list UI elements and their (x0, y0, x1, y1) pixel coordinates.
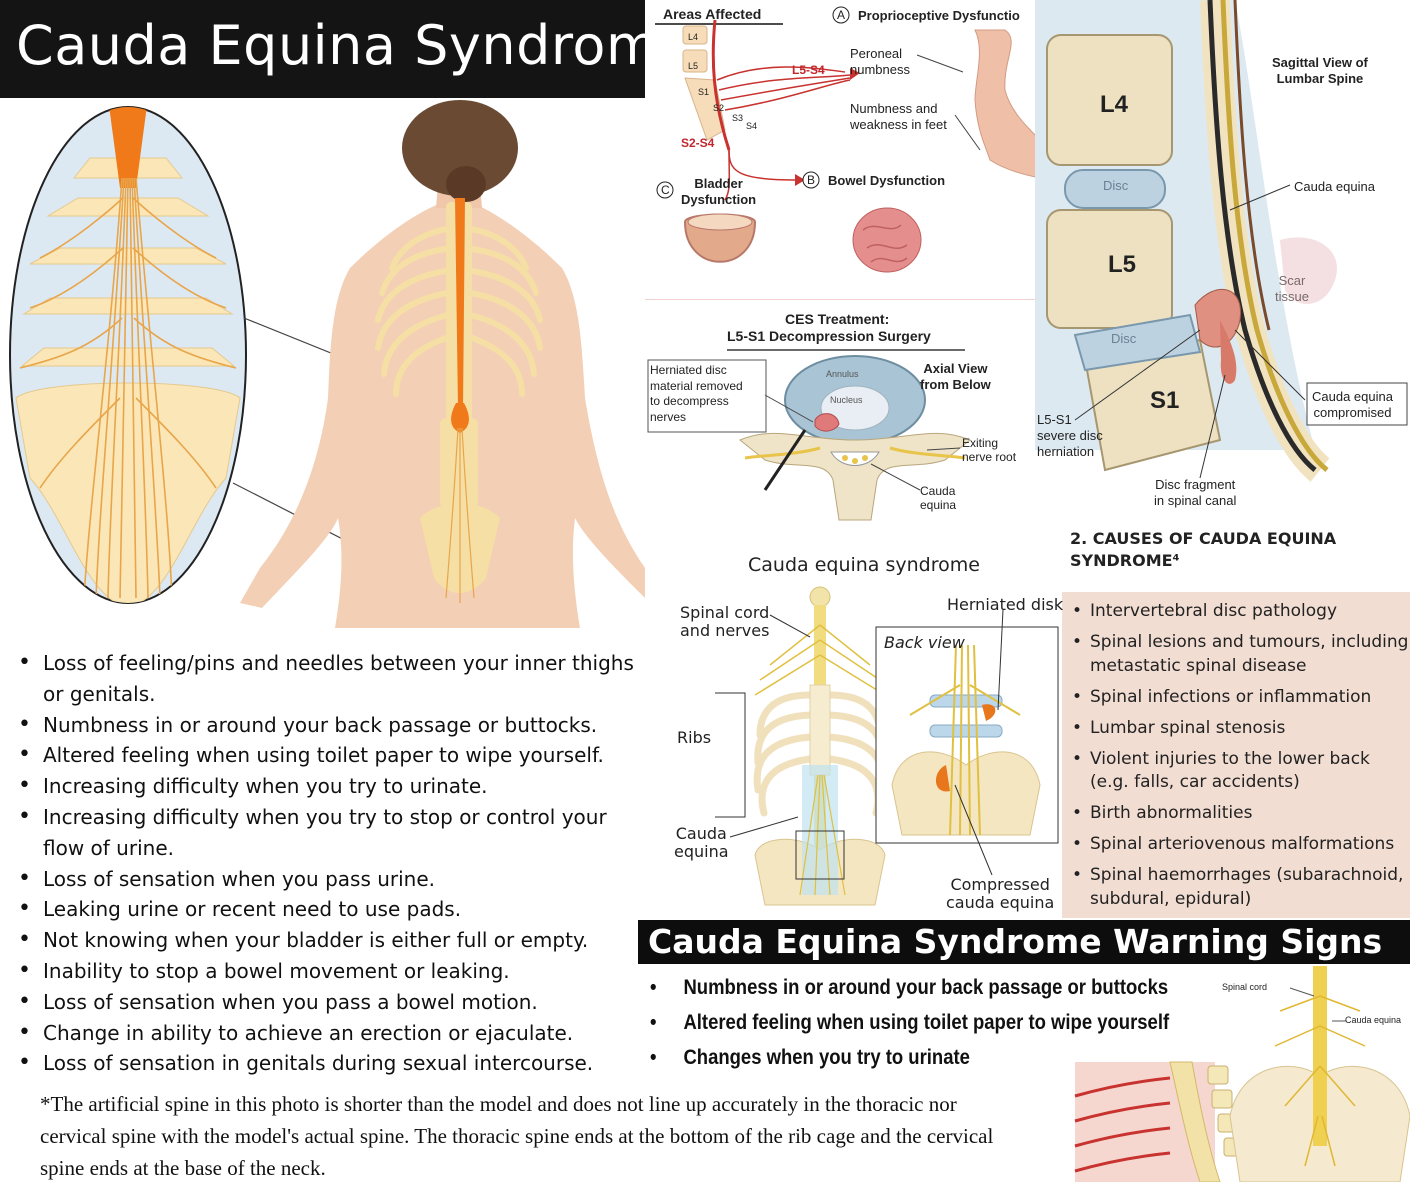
vertebra-l5: L5 (1108, 251, 1137, 278)
back-view-label: Back view (884, 633, 965, 652)
list-item: Altered feeling when using toilet paper … (650, 1005, 1169, 1040)
treatment-cauda-label: Cauda equina (920, 484, 957, 512)
disc-label: Disc (1103, 178, 1129, 193)
herniation-label: L5-S1 severe disc herniation (1037, 412, 1103, 459)
level-label: L4 (688, 32, 699, 42)
sagittal-view-illustration (1035, 0, 1410, 520)
bladder-label: Bladder Dysfunction (681, 176, 757, 207)
warning-title: Cauda Equina Syndrome Warning Signs (648, 922, 1383, 961)
areas-affected-illustration (645, 6, 1040, 300)
vertebra-s1: S1 (1150, 387, 1180, 414)
scar-tissue-label: Scar tissue (1275, 273, 1309, 304)
list-item: Altered feeling when using toilet paper … (18, 740, 648, 771)
warning-list: Numbness in or around your back passage … (650, 970, 1169, 1075)
list-item: Change in ability to achieve an erection… (18, 1018, 648, 1049)
treatment-title: CES Treatment: (785, 311, 890, 327)
level-label: S2 (713, 103, 725, 113)
list-item: Spinal infections or inflammation (1072, 686, 1410, 710)
list-item: Increasing difficulty when you try to st… (18, 802, 648, 864)
ces-diagram-illustration (715, 586, 1059, 906)
exiting-nerve-label: Exiting nerve root (962, 436, 1017, 464)
spinal-cord-label: Spinal cord and nerves (680, 603, 770, 640)
back-anatomy-illustration (9, 100, 645, 628)
disc-label: Disc (1111, 331, 1137, 346)
marker-c: C (661, 183, 670, 197)
treatment-subtitle: L5-S1 Decompression Surgery (727, 328, 931, 344)
level-label: L5 (688, 61, 699, 71)
list-item: Not knowing when your bladder is either … (18, 925, 648, 956)
list-item: Intervertebral disc pathology (1072, 600, 1410, 624)
feet-label: Numbness and weakness in feet (850, 101, 947, 132)
warning-spinal-cord-label: Spinal cord (1222, 982, 1268, 992)
herniated-disk-label: Herniated disk (947, 595, 1064, 614)
list-item: Lumbar spinal stenosis (1072, 717, 1410, 741)
list-item: Loss of sensation when you pass a bowel … (18, 987, 648, 1018)
sagittal-cauda-label: Cauda equina (1294, 179, 1375, 194)
warning-title-bar: Cauda Equina Syndrome Warning Signs (638, 920, 1410, 964)
axial-view-label: Axial View from Below (920, 361, 991, 392)
ces-diagram-title: Cauda equina syndrome (748, 554, 980, 576)
list-item: Loss of sensation when you pass urine. (18, 864, 648, 895)
areas-affected-heading: Areas Affected (663, 6, 762, 22)
s2-s4-label: S2-S4 (681, 136, 715, 150)
list-item: Inability to stop a bowel movement or le… (18, 956, 648, 987)
fragment-label: Disc fragment in spinal canal (1154, 477, 1237, 508)
annulus-label: Annulus (826, 369, 859, 379)
list-item: Loss of sensation in genitals during sex… (18, 1048, 648, 1079)
treatment-illustration (647, 349, 971, 521)
vertebra-l4: L4 (1100, 91, 1129, 118)
disc-removed-label: Herniated disc material removed to decom… (650, 363, 743, 424)
compromised-label: Cauda equina compromised (1312, 389, 1393, 420)
title-bar: Cauda Equina Syndrome (0, 0, 692, 98)
l5-s4-label: L5-S4 (792, 63, 825, 77)
footnote: *The artificial spine in this photo is s… (40, 1092, 994, 1180)
level-label: S4 (746, 121, 758, 131)
marker-a: A (837, 8, 846, 22)
bowel-label: Bowel Dysfunction (828, 173, 946, 188)
level-label: S1 (698, 87, 710, 97)
list-item: Spinal arteriovenous malformations (1072, 833, 1410, 857)
nucleus-label: Nucleus (830, 395, 863, 405)
list-item: Increasing difficulty when you try to ur… (18, 771, 648, 802)
ribs-label: Ribs (677, 728, 712, 747)
sagittal-title: Sagittal View of Lumbar Spine (1272, 55, 1368, 86)
causes-heading: 2. CAUSES OF CAUDA EQUINA SYNDROME⁴ (1070, 529, 1337, 570)
warning-illustration (1074, 966, 1410, 1182)
list-item: Spinal haemorrhages (subarachnoid, subdu… (1072, 864, 1410, 911)
list-item: Birth abnormalities (1072, 802, 1410, 826)
list-item: Numbness in or around your back passage … (650, 970, 1169, 1005)
list-item: Spinal lesions and tumours, including me… (1072, 631, 1410, 678)
page-title: Cauda Equina Syndrome (16, 14, 693, 77)
ces-cauda-label: Cauda equina (674, 824, 729, 861)
level-label: S3 (732, 113, 744, 123)
list-item: Changes when you try to urinate (650, 1040, 1169, 1075)
compressed-label: Compressed cauda equina (946, 875, 1055, 912)
peroneal-label: Peroneal numbness (850, 46, 910, 77)
marker-b: B (807, 173, 816, 187)
symptoms-list: Loss of feeling/pins and needles between… (18, 648, 648, 1079)
proprioceptive-label: Proprioceptive Dysfunctio (858, 8, 1020, 23)
list-item: Leaking urine or recent need to use pads… (18, 894, 648, 925)
list-item: Violent injuries to the lower back (e.g.… (1072, 748, 1410, 795)
causes-list: Intervertebral disc pathology Spinal les… (1072, 600, 1410, 919)
list-item: Loss of feeling/pins and needles between… (18, 648, 648, 710)
list-item: Numbness in or around your back passage … (18, 710, 648, 741)
warning-cauda-label: Cauda equina (1345, 1015, 1402, 1025)
